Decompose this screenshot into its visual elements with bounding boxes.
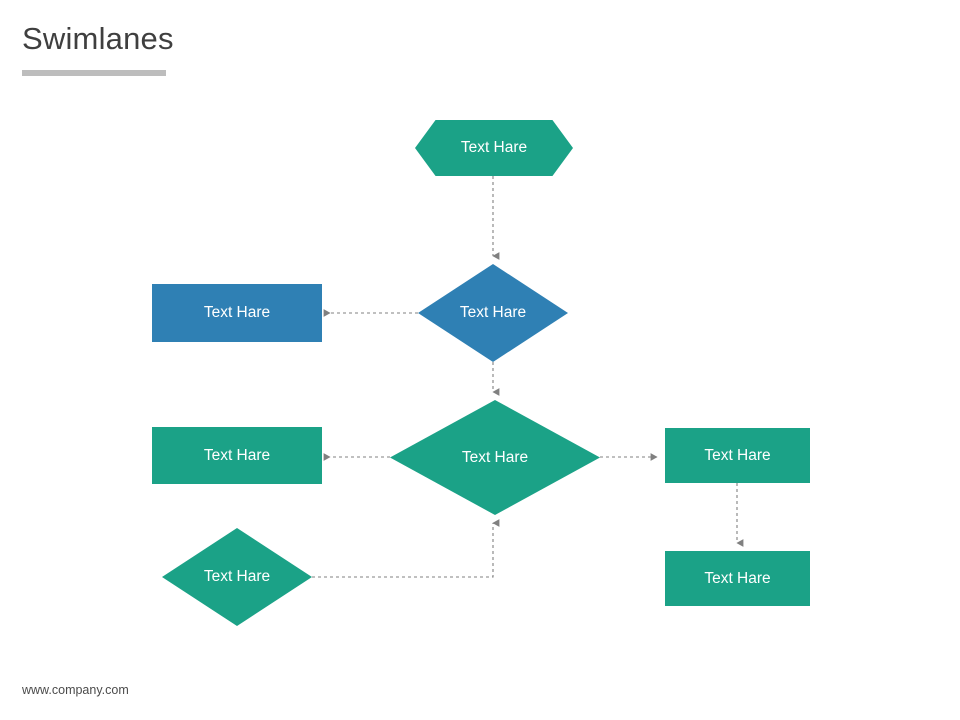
rectangle-shape <box>665 428 810 483</box>
flow-node-left-blue[interactable]: Text Hare <box>152 284 322 342</box>
rectangle-shape <box>152 284 322 342</box>
flow-node-bottom-teal-decision[interactable]: Text Hare <box>162 528 312 626</box>
flow-node-right-teal[interactable]: Text Hare <box>665 428 810 483</box>
diamond-shape <box>162 528 312 626</box>
diamond-shape <box>390 400 600 515</box>
connector-bottom-teal-to-center-teal <box>312 519 500 578</box>
flow-node-bottom-right[interactable]: Text Hare <box>665 551 810 606</box>
flow-node-left-teal[interactable]: Text Hare <box>152 427 322 484</box>
hexagon-shape <box>415 120 573 176</box>
footer-url: www.company.com <box>22 683 129 697</box>
flow-node-center-teal-decision[interactable]: Text Hare <box>390 400 600 515</box>
title-underline-bar <box>22 70 166 76</box>
rectangle-shape <box>665 551 810 606</box>
rectangle-shape <box>152 427 322 484</box>
diamond-shape <box>418 264 568 362</box>
flow-node-top-hexagon[interactable]: Text Hare <box>415 120 573 176</box>
page-title: Swimlanes <box>22 21 174 56</box>
flow-node-center-blue-decision[interactable]: Text Hare <box>418 264 568 362</box>
